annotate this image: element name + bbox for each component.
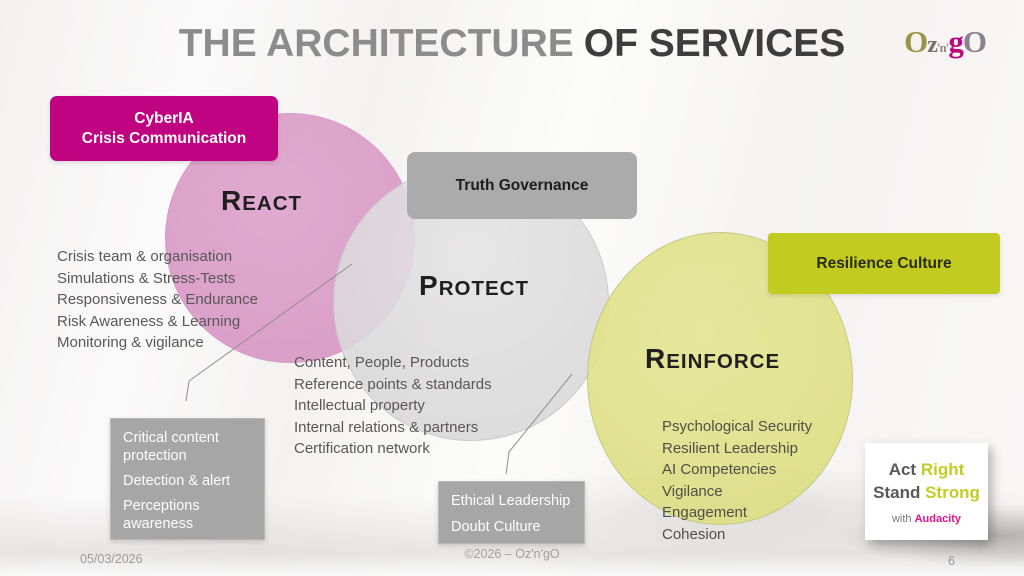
list-item: Reference points & standards [294, 375, 492, 393]
list-item: Responsiveness & Endurance [57, 291, 258, 308]
reinforce-title: REINFORCE [645, 343, 780, 375]
page-title-strong: OF SERVICES [583, 22, 846, 65]
list-item: Intellectual property [294, 397, 425, 414]
list-item: Vigilance [662, 482, 723, 500]
react-title-rest: EACT [242, 192, 303, 215]
reinforce-title-rest: EINFORCE [666, 350, 781, 373]
logo-letter: g [948, 24, 963, 59]
ethical-leadership-box: Ethical Leadership Doubt Culture [438, 481, 585, 544]
list-item: Certification network [294, 440, 430, 457]
list-item: Crisis team & organisation [57, 248, 233, 265]
cyberia-label: CyberIA [134, 109, 194, 127]
page-title-muted: THE ARCHITECTURE [178, 22, 574, 65]
list-item: Risk Awareness & Learning [57, 312, 241, 330]
list-item: Critical content protection [123, 430, 219, 464]
list-item: Internal relations & partners [294, 418, 479, 436]
react-title-initial: R [221, 185, 243, 216]
truth-governance-label: Truth Governance [455, 176, 589, 194]
list-item: Simulations & Stress-Tests [57, 269, 236, 287]
list-item: Perceptions awareness [123, 498, 200, 532]
list-item: Engagement [662, 504, 748, 521]
badge-with: with [891, 513, 912, 525]
ozngo-logo: Oz'n'gO [904, 24, 987, 60]
list-item: Cohesion [662, 525, 726, 543]
badge-act: Act [888, 460, 917, 479]
logo-letter: 'n' [936, 40, 950, 55]
protect-item-list: Content, People, Products Reference poin… [294, 352, 492, 460]
slide-copyright: ©2026 – Oz'n'gO [464, 547, 560, 561]
logo-letter: z [927, 32, 938, 58]
badge-right: Right [920, 460, 965, 479]
logo-letter: O [904, 24, 928, 59]
badge-strong: Strong [925, 483, 980, 502]
critical-content-box: Critical content protection Detection & … [110, 418, 265, 540]
react-item-list: Crisis team & organisation Simulations &… [57, 246, 258, 354]
act-right-stand-strong-badge: Act Right Stand Strong with Audacity [865, 443, 988, 540]
list-item: Content, People, Products [294, 354, 470, 371]
react-title: REACT [221, 185, 302, 217]
truth-governance-box: Truth Governance [407, 152, 637, 219]
list-item: AI Competencies [662, 461, 777, 478]
logo-letter: O [962, 24, 987, 59]
badge-stand: Stand [873, 483, 921, 502]
cyberia-crisis-communication-box: CyberIA Crisis Communication [50, 96, 278, 161]
protect-title: PROTECT [419, 270, 529, 302]
list-item: Detection & alert [123, 473, 231, 489]
badge-audacity: Audacity [914, 513, 962, 525]
reinforce-item-list: Psychological Security Resilient Leaders… [662, 416, 812, 545]
protect-title-initial: P [419, 270, 439, 301]
list-item: Monitoring & vigilance [57, 334, 204, 351]
list-item: Psychological Security [662, 418, 813, 435]
reinforce-title-initial: R [645, 343, 667, 374]
crisis-communication-label: Crisis Communication [81, 129, 247, 147]
slide-date: 05/03/2026 [80, 552, 143, 566]
protect-title-rest: ROTECT [438, 277, 529, 300]
resilience-culture-label: Resilience Culture [816, 254, 952, 272]
slide-page-number: 6 [948, 554, 955, 568]
list-item: Resilient Leadership [662, 439, 798, 457]
list-item: Ethical Leadership [451, 493, 571, 509]
list-item: Doubt Culture [451, 519, 541, 535]
resilience-culture-box: Resilience Culture [768, 233, 1000, 294]
